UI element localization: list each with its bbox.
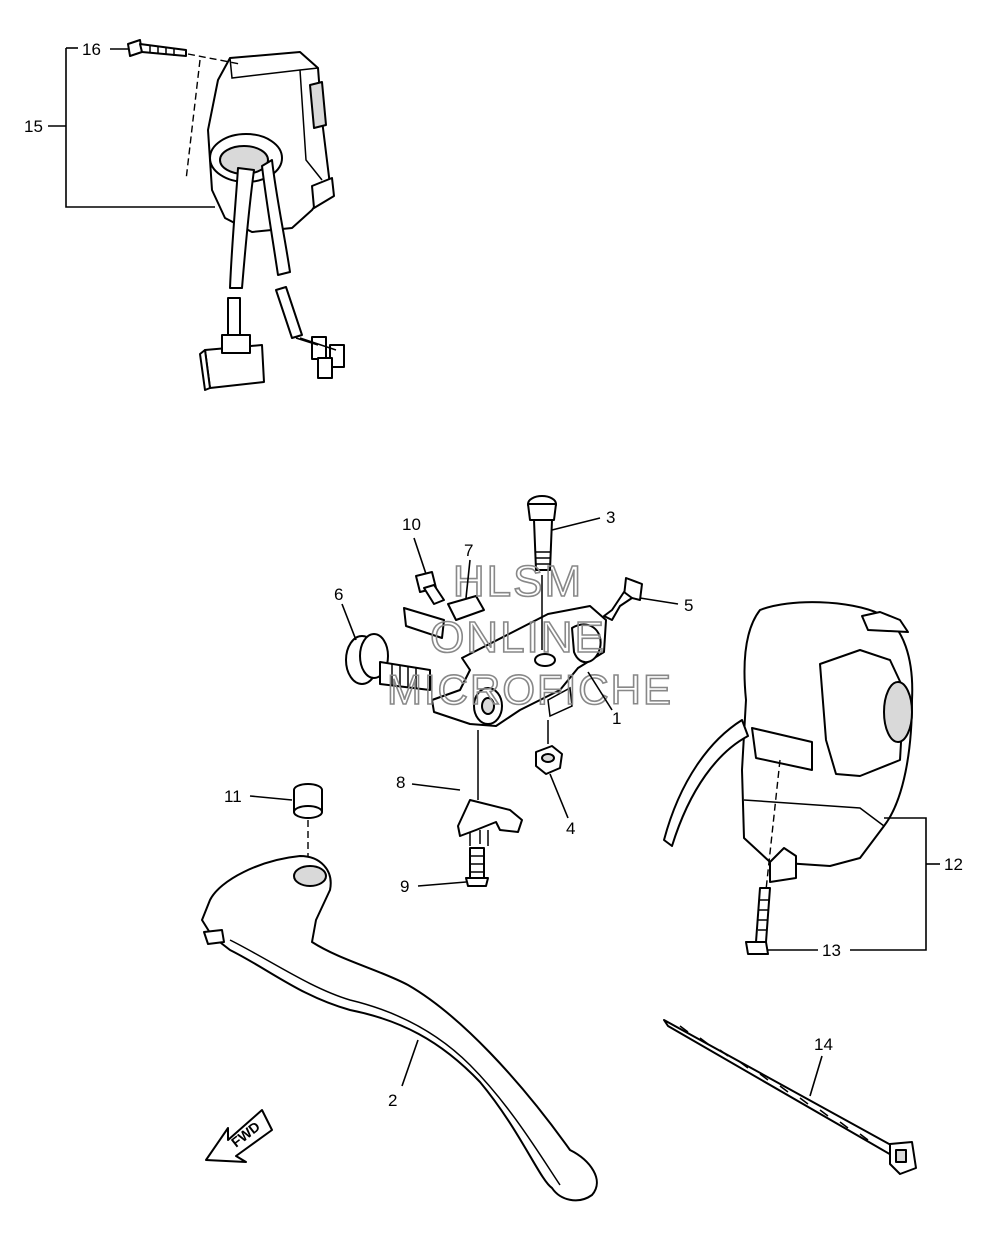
bolt-5 <box>603 577 643 621</box>
screw-10 <box>415 571 445 605</box>
callout-3: 3 <box>606 508 615 527</box>
left-handlebar-switch-15 <box>185 51 345 391</box>
screw-13 <box>745 887 771 955</box>
cable-tie-14 <box>663 1019 917 1175</box>
screw-9 <box>465 847 489 887</box>
watermark-line-3: MICROFICHE <box>387 666 673 713</box>
callout-13: 13 <box>822 941 841 960</box>
watermark-line-1: HLSM <box>453 557 583 606</box>
callout-10: 10 <box>402 515 421 534</box>
nut-4 <box>535 720 563 775</box>
plate-7 <box>403 595 485 639</box>
collar-11 <box>293 783 323 870</box>
callout-11: 11 <box>224 787 242 806</box>
callout-9: 9 <box>400 877 409 896</box>
callout-5: 5 <box>684 596 693 615</box>
pivot-bolt-3 <box>527 495 557 650</box>
leader-lines <box>48 47 940 1097</box>
adjuster-6 <box>345 633 431 691</box>
switch-8 <box>457 730 523 846</box>
callout-15: 15 <box>24 117 43 136</box>
clutch-lever-2 <box>201 855 598 1202</box>
callout-2: 2 <box>388 1091 397 1110</box>
callout-6: 6 <box>334 585 343 604</box>
callout-16: 16 <box>82 40 101 59</box>
right-handlebar-switch-12 <box>663 601 914 891</box>
callout-8: 8 <box>396 773 405 792</box>
callout-12: 12 <box>944 855 963 874</box>
callout-1: 1 <box>612 709 621 728</box>
callout-14: 14 <box>814 1035 833 1054</box>
callout-7: 7 <box>464 541 473 560</box>
lever-holder-1 <box>431 605 607 727</box>
callout-numbers: 1 2 3 4 5 6 7 8 9 10 11 12 13 14 15 16 <box>24 40 963 1110</box>
watermark: HLSM ONLINE MICROFICHE <box>386 556 673 714</box>
watermark-line-2: ONLINE <box>430 613 606 662</box>
callout-4: 4 <box>566 819 575 838</box>
screw-16 <box>127 39 241 65</box>
fwd-arrow: FWD <box>205 1109 273 1163</box>
